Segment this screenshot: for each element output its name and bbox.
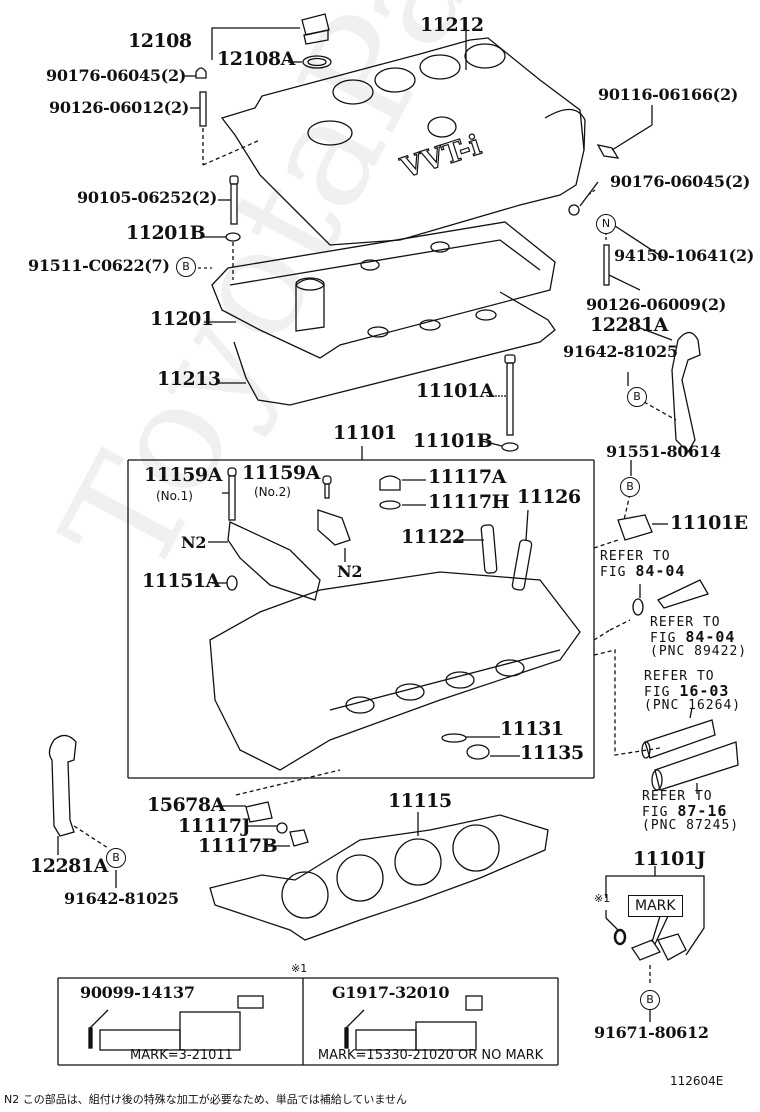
callout-12108[interactable]: 12108: [128, 30, 192, 52]
figure-id: 112604E: [670, 1074, 724, 1088]
callout-91551-80614[interactable]: 91551-80614: [606, 442, 721, 461]
callout-11117J[interactable]: 11117J: [178, 815, 251, 837]
callout-11159A-no1[interactable]: 11159A: [144, 464, 222, 486]
refer-line: REFER TO: [600, 549, 671, 564]
mark-label-box: MARK: [628, 895, 683, 917]
b-circle-marker: B: [106, 848, 126, 868]
callout-11135[interactable]: 11135: [520, 742, 584, 764]
note-ref-marker: ※1: [594, 892, 611, 905]
callout-11101A[interactable]: 11101A: [416, 380, 494, 402]
refer-pnc: (PNC 16264): [644, 698, 742, 714]
oil-control-valve-drawing: [605, 866, 705, 1022]
oil-filler-cap-drawing: [211, 13, 332, 69]
refer-fig-number[interactable]: 16-03: [679, 681, 730, 700]
refer-fig-number[interactable]: 87-16: [677, 801, 728, 820]
callout-94150-10641[interactable]: 94150-10641(2): [614, 246, 755, 265]
callout-15678A[interactable]: 15678A: [147, 794, 225, 816]
refer-pnc: (PNC 87245): [642, 818, 740, 834]
callout-11159A-no2-sub: (No.2): [254, 485, 291, 499]
inset-left-caption: MARK=3-21011: [130, 1048, 233, 1063]
callout-91642-81025-bottom[interactable]: 91642-81025: [64, 889, 179, 908]
refer-fig-label: FIG: [600, 564, 627, 580]
callout-90116-06166[interactable]: 90116-06166(2): [598, 85, 739, 104]
callout-12281A-top[interactable]: 12281A: [590, 314, 668, 336]
callout-11101E[interactable]: 11101E: [670, 512, 748, 534]
refer-pnc: (PNC 89422): [650, 644, 748, 660]
engine-hanger-bottom-drawing: [48, 734, 117, 888]
callout-11117B[interactable]: 11117B: [198, 835, 278, 857]
callout-11101B[interactable]: 11101B: [413, 430, 493, 452]
inset-right-part-number[interactable]: G1917-32010: [332, 983, 450, 1002]
refer-fig-number[interactable]: 84-04: [685, 627, 736, 646]
cover-gasket-drawing: [216, 291, 556, 406]
b-circle-marker: B: [640, 990, 660, 1010]
cylinder-head-group-frame: [127, 459, 595, 779]
callout-11201B[interactable]: 11201B: [126, 222, 206, 244]
callout-11122[interactable]: 11122: [401, 526, 465, 548]
inset-title: ※1: [291, 962, 308, 975]
callout-12108A[interactable]: 12108A: [217, 48, 295, 70]
refer-note-87-16: REFER TO FIG 87-16 (PNC 87245): [642, 790, 739, 833]
refer-note-84-04-a: REFER TO FIG 84-04: [600, 550, 685, 579]
cylinder-head-subparts-drawing: [208, 467, 581, 771]
n-circle-marker: N: [596, 214, 616, 234]
callout-11117H[interactable]: 11117H: [428, 491, 510, 513]
inset-left-part-number[interactable]: 90099-14137: [80, 983, 195, 1002]
refer-line: REFER TO: [650, 615, 721, 630]
callout-91511-C0622[interactable]: 91511-C0622(7): [28, 256, 170, 275]
refer-fig-number[interactable]: 84-04: [635, 561, 686, 580]
callout-11101[interactable]: 11101: [333, 422, 397, 444]
b-circle-marker: B: [627, 387, 647, 407]
callout-11131[interactable]: 11131: [500, 718, 564, 740]
refer-fig-label: FIG: [650, 630, 677, 646]
b-circle-marker: B: [620, 477, 640, 497]
head-bolt-drawing: [481, 354, 519, 452]
refer-fig-label: FIG: [642, 804, 669, 820]
callout-90126-06009[interactable]: 90126-06009(2): [586, 295, 727, 314]
callout-90126-06012[interactable]: 90126-06012(2): [49, 98, 190, 117]
callout-91642-81025-top[interactable]: 91642-81025: [563, 342, 678, 361]
b-circle-marker: B: [176, 257, 196, 277]
callout-11159A-no1-sub: (No.1): [156, 489, 193, 503]
cylinder-head-cover-drawing: [204, 221, 556, 359]
left-fasteners-drawing: [184, 67, 261, 280]
sensors-and-pipes-drawing: [593, 460, 739, 794]
refer-line: REFER TO: [644, 669, 715, 684]
callout-11115[interactable]: 11115: [388, 790, 452, 812]
callout-11212[interactable]: 11212: [420, 14, 484, 36]
callout-11117A[interactable]: 11117A: [428, 466, 506, 488]
callout-11126[interactable]: 11126: [517, 486, 581, 508]
refer-line: REFER TO: [642, 789, 713, 804]
callout-11101J[interactable]: 11101J: [633, 848, 706, 870]
callout-N2-right[interactable]: N2: [337, 562, 363, 581]
footnote: N2 この部品は、組付け後の特殊な加工が必要なため、単品では補給していません: [4, 1093, 408, 1106]
callout-N2-left[interactable]: N2: [181, 533, 207, 552]
callout-90176-06045-right[interactable]: 90176-06045(2): [610, 172, 751, 191]
callout-11151A[interactable]: 11151A: [142, 570, 220, 592]
inset-right-caption: MARK=15330-21020 OR NO MARK: [317, 1048, 544, 1063]
callout-90176-06045-left[interactable]: 90176-06045(2): [46, 66, 187, 85]
callout-12281A-bottom[interactable]: 12281A: [30, 855, 108, 877]
lower-parts-drawing: [209, 769, 549, 941]
callout-11201[interactable]: 11201: [150, 308, 214, 330]
callout-11213[interactable]: 11213: [157, 368, 221, 390]
refer-note-16-03: REFER TO FIG 16-03 (PNC 16264): [644, 670, 741, 713]
callout-11159A-no2[interactable]: 11159A: [242, 462, 320, 484]
engine-hanger-top-drawing: [627, 327, 701, 454]
callout-90105-06252[interactable]: 90105-06252(2): [77, 188, 218, 207]
refer-fig-label: FIG: [644, 684, 671, 700]
callout-91671-80612[interactable]: 91671-80612: [594, 1023, 709, 1042]
right-fasteners-drawing: [568, 105, 665, 291]
refer-note-84-04-b: REFER TO FIG 84-04 (PNC 89422): [650, 616, 747, 659]
inset-variants-frame: [57, 977, 559, 1066]
